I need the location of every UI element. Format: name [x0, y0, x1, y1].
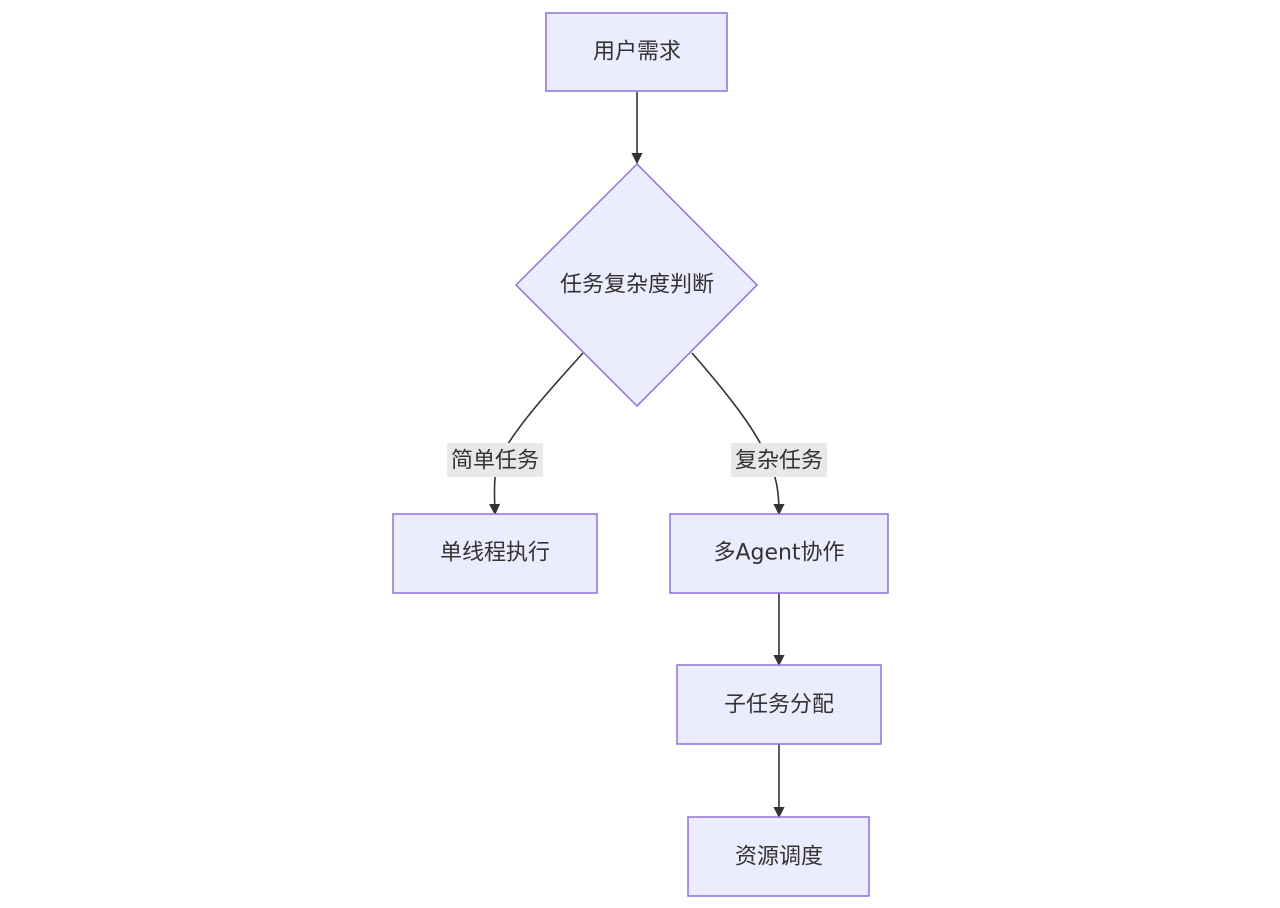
node-subtask-assign-label: 子任务分配 — [724, 693, 834, 718]
node-subtask-assign: 子任务分配 — [676, 664, 882, 745]
edge-label-complex-text: 复杂任务 — [735, 449, 823, 474]
edge-label-simple-text: 简单任务 — [451, 449, 539, 474]
edge-label-complex: 复杂任务 — [731, 443, 827, 477]
node-single-thread-label: 单线程执行 — [440, 541, 550, 566]
node-complexity-decision: 任务复杂度判断 — [514, 162, 759, 408]
node-resource-schedule: 资源调度 — [687, 816, 870, 897]
node-multi-agent: 多Agent协作 — [669, 513, 889, 594]
node-complexity-decision-label: 任务复杂度判断 — [560, 273, 714, 298]
node-user-request-label: 用户需求 — [593, 40, 681, 65]
edge-decision-to-multi — [691, 352, 785, 516]
edge-decision-to-single — [489, 352, 584, 516]
node-multi-agent-label: 多Agent协作 — [713, 541, 844, 566]
node-single-thread: 单线程执行 — [392, 513, 598, 594]
node-resource-schedule-label: 资源调度 — [735, 845, 823, 870]
node-user-request: 用户需求 — [545, 12, 728, 92]
edge-label-simple: 简单任务 — [447, 443, 543, 477]
